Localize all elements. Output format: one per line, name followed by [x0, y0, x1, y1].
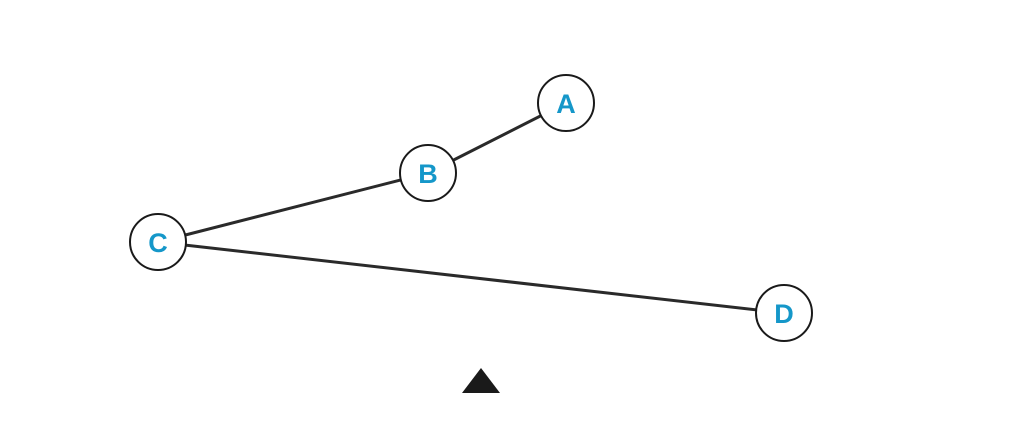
triangle-marker-icon	[462, 368, 500, 393]
nodes-layer: A B C D	[129, 74, 813, 342]
node-label-c: C	[148, 228, 168, 258]
edge-b-c	[156, 171, 430, 244]
node-circle-c	[129, 213, 187, 271]
node-d: D	[755, 284, 813, 342]
node-c: C	[129, 213, 187, 271]
node-circle-b	[399, 144, 457, 202]
edges-layer	[156, 101, 786, 315]
edge-c-d	[156, 240, 786, 315]
node-label-b: B	[418, 159, 438, 189]
node-label-a: A	[556, 89, 576, 119]
node-label-d: D	[774, 299, 794, 329]
node-b: B	[399, 144, 457, 202]
node-a: A	[537, 74, 595, 132]
node-circle-d	[755, 284, 813, 342]
node-circle-a	[537, 74, 595, 132]
